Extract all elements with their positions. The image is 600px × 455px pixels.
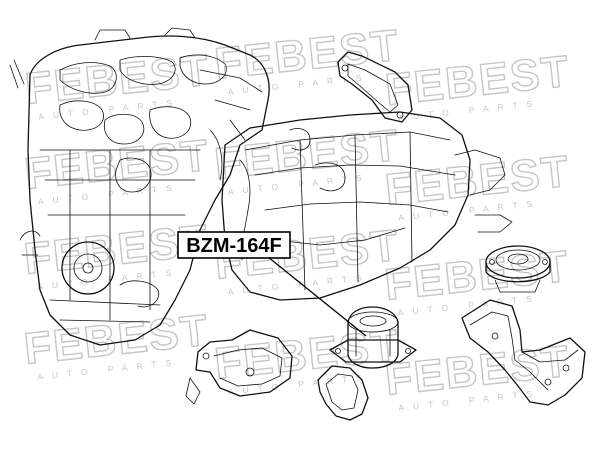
part-number-callout[interactable]: BZM-164F <box>177 231 291 259</box>
rear-mount-drawing <box>485 245 551 293</box>
part-number-label: BZM-164F <box>186 235 282 257</box>
transmission-drawing <box>221 111 513 301</box>
upper-bracket-drawing <box>337 51 413 123</box>
watermark: FEBEST AUTO PARTS <box>22 130 213 207</box>
engine-block-drawing <box>9 27 270 346</box>
lower-plate-drawing <box>317 365 369 421</box>
engine-side-mount-drawing <box>185 329 293 405</box>
highlighted-mount-drawing <box>329 306 417 369</box>
crossmember-bracket-drawing <box>461 299 586 406</box>
watermark: FEBEST AUTO PARTS <box>212 20 403 97</box>
watermark: FEBEST AUTO PARTS <box>382 46 573 123</box>
callout-leader-line <box>267 256 367 337</box>
watermark: FEBEST AUTO PARTS <box>21 305 212 382</box>
